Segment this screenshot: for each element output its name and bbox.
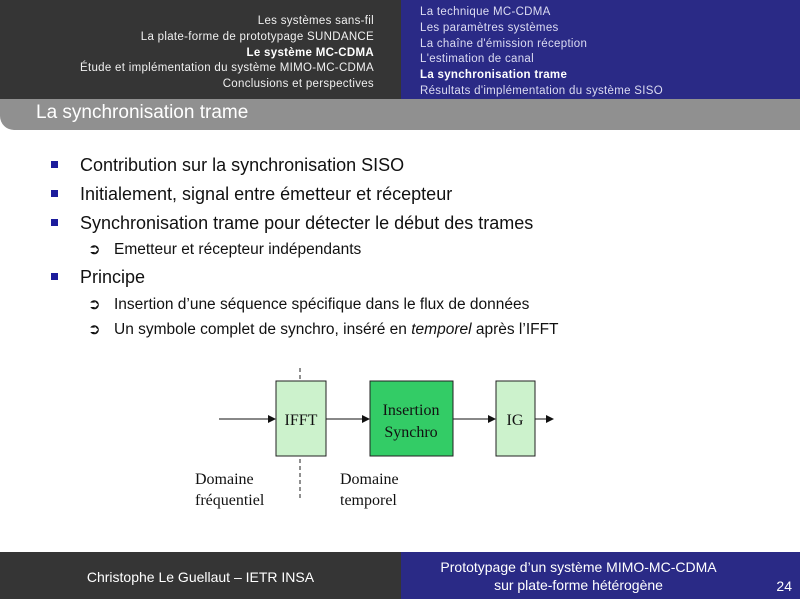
- nav-section-2[interactable]: La plate-forme de prototypage SUNDANCE: [140, 30, 374, 43]
- insertion-synchro-block: [369, 380, 454, 457]
- nav-subsection-3[interactable]: La chaîne d'émission réception: [420, 37, 588, 50]
- footer-author-panel: Christophe Le Guellaut – IETR INSA: [0, 552, 401, 599]
- sub-bullet-4-2: ➲ Un symbole complet de synchro, inséré …: [88, 321, 559, 339]
- footer-title-panel: Prototypage d’un système MIMO-MC-CDMA su…: [401, 552, 800, 599]
- sub-bullet-3-1: ➲ Emetteur et récepteur indépendants: [88, 241, 362, 259]
- section-nav: Les systèmes sans-fil La plate-forme de …: [0, 0, 401, 99]
- sub-bullet-4-2-emphasis: temporel: [411, 321, 472, 338]
- bullet-3: Synchronisation trame pour détecter le d…: [51, 213, 534, 234]
- sub-bullet-4-2-pre: Un symbole complet de synchro, inséré en: [114, 321, 412, 338]
- slide-title-bar: La synchronisation trame: [0, 99, 800, 130]
- nav-section-3-active[interactable]: Le système MC-CDMA: [246, 46, 374, 59]
- nav-subsection-6[interactable]: Résultats d'implémentation du système SI…: [420, 84, 663, 97]
- subsection-nav: La technique MC-CDMA Les paramètres syst…: [401, 0, 800, 99]
- insertion-label-line2: Synchro: [384, 424, 437, 441]
- sub-bullet-4-1-text: Insertion d’une séquence spécifique dans…: [114, 296, 530, 313]
- time-domain-label-line1: Domaine: [340, 471, 399, 488]
- slide-title: La synchronisation trame: [36, 102, 249, 123]
- bullet-4-text: Principe: [80, 267, 146, 287]
- arrow-bullet-icon: ➲: [88, 241, 101, 258]
- sub-bullet-4-1: ➲ Insertion d’une séquence spécifique da…: [88, 296, 530, 314]
- nav-subsection-4[interactable]: L'estimation de canal: [420, 53, 534, 66]
- nav-section-1[interactable]: Les systèmes sans-fil: [257, 15, 374, 27]
- header-nav: Les systèmes sans-fil La plate-forme de …: [0, 0, 800, 99]
- ig-block: [495, 380, 536, 457]
- arrow-bullet-icon: ➲: [88, 321, 101, 338]
- ifft-block: [275, 380, 327, 457]
- nav-subsection-1[interactable]: La technique MC-CDMA: [420, 6, 551, 18]
- ifft-label: IFFT: [285, 412, 318, 429]
- sub-bullet-4-2-post: après l’IFFT: [471, 321, 559, 338]
- page-number: 24: [776, 578, 792, 594]
- footer-title-line2: sur plate-forme hétérogène: [494, 577, 663, 593]
- footer-title-line1: Prototypage d’un système MIMO-MC-CDMA: [440, 559, 717, 575]
- bullet-1-text: Contribution sur la synchronisation SISO: [80, 155, 405, 175]
- ig-label: IG: [507, 412, 524, 429]
- bullet-4: Principe: [51, 267, 146, 288]
- bullet-2-text: Initialement, signal entre émetteur et r…: [80, 184, 453, 204]
- nav-section-5[interactable]: Conclusions et perspectives: [222, 78, 374, 91]
- frequency-domain-label-line2: fréquentiel: [195, 492, 265, 509]
- insertion-label-line1: Insertion: [383, 402, 440, 419]
- nav-section-4[interactable]: Étude et implémentation du système MIMO-…: [79, 62, 374, 75]
- bullet-1: Contribution sur la synchronisation SISO: [51, 155, 405, 176]
- time-domain-label-line2: temporel: [340, 492, 397, 509]
- arrow-bullet-icon: ➲: [88, 296, 101, 313]
- bullet-2: Initialement, signal entre émetteur et r…: [51, 184, 453, 205]
- nav-subsection-2[interactable]: Les paramètres systèmes: [420, 21, 559, 34]
- bullet-3-text: Synchronisation trame pour détecter le d…: [80, 213, 534, 233]
- bullet-square-icon: [51, 219, 58, 226]
- sub-bullet-3-1-text: Emetteur et récepteur indépendants: [114, 241, 362, 258]
- sub-bullet-4-2-text: Un symbole complet de synchro, inséré en…: [114, 321, 559, 338]
- bullet-square-icon: [51, 161, 58, 168]
- bullet-square-icon: [51, 190, 58, 197]
- nav-subsection-5-active[interactable]: La synchronisation trame: [420, 69, 568, 82]
- bullet-square-icon: [51, 273, 58, 280]
- footer-author: Christophe Le Guellaut – IETR INSA: [86, 569, 315, 585]
- frequency-domain-label-line1: Domaine: [195, 471, 254, 488]
